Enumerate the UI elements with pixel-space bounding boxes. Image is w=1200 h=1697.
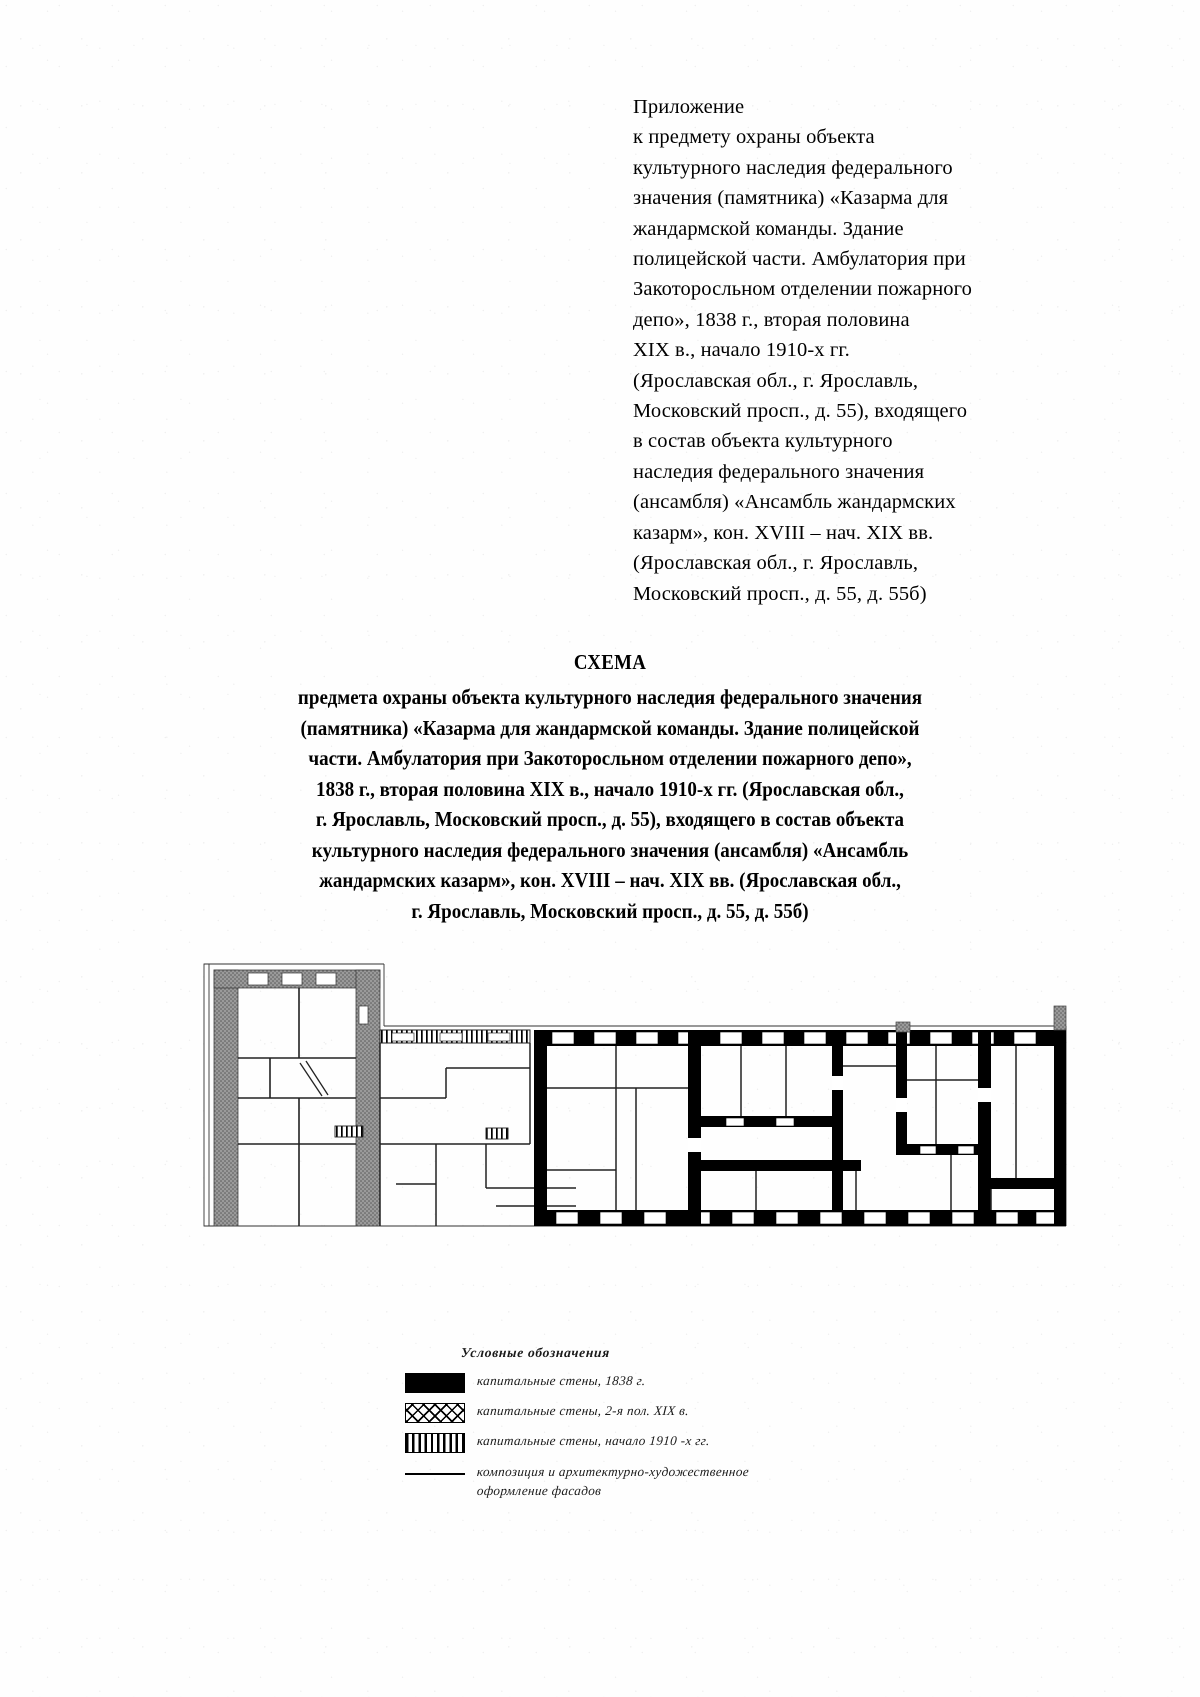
wing-1910 [334,1029,576,1226]
title-line: 1838 г., вторая половина XIX в., начало … [316,776,904,801]
legend-label: капитальные стены, 1838 г. [476,1373,647,1388]
header-line: (ансамбля) «Ансамбль жандармских [633,491,956,514]
header-line: в состав объекта культурного [633,430,893,453]
legend-item: капитальные стены, начало 1910 -х гг. [405,1432,905,1453]
legend: Условные обозначения капитальные стены, … [405,1345,905,1509]
header-line: Приложение [633,96,745,118]
floor-plan-svg [203,963,1067,1227]
header-line: (Ярославская обл., г. Ярославль, [633,552,919,575]
floor-plan [196,948,1076,1233]
legend-swatch-solid-black [405,1373,465,1393]
appendix-header: Приложение к предмету охраны объекта кул… [633,92,1063,609]
title-line: г. Ярославль, Московский просп., д. 55, … [411,898,809,923]
legend-item: капитальные стены, 1838 г. [405,1372,905,1393]
legend-item: капитальные стены, 2-я пол. XIX в. [405,1402,905,1423]
header-line: наследия федерального значения [633,460,925,483]
legend-label: композиция и архитектурно-художественное [476,1464,750,1479]
title-line: г. Ярославль, Московский просп., д. 55),… [315,807,905,831]
legend-label-group: композиция и архитектурно-художественное… [476,1462,750,1500]
header-line: XIX в., начало 1910-х гг. [633,339,850,362]
legend-swatch-vertical-stripe [405,1433,465,1453]
title-line: (памятника) «Казарма для жандармской ком… [300,715,920,740]
page-title: СХЕМА [573,650,647,674]
header-line: Закоторосльном отделении пожарного [633,278,973,301]
header-line: Московский просп., д. 55, д. 55б) [633,582,927,605]
header-line: полицейской части. Амбулатория при [633,248,966,271]
header-line: казарм», кон. XVIII – нач. XIX вв. [633,521,934,544]
right-annex [895,1005,1067,1033]
header-line: Московский просп., д. 55), входящего [633,400,968,423]
header-line: культурного наследия федерального [633,156,953,179]
header-line: (Ярославская обл., г. Ярославль, [633,369,919,392]
header-line: депо», 1838 г., вторая половина [633,308,910,331]
legend-label: капитальные стены, 2-я пол. XIX в. [476,1403,690,1418]
header-line: жандармской команды. Здание [633,217,904,240]
header-line: значения (памятника) «Казарма для [633,187,949,210]
wing-1838 [534,1030,1066,1226]
title-line: части. Амбулатория при Закоторосльном от… [308,746,912,770]
header-line: к предмету охраны объекта [633,126,875,149]
wing-19century [213,969,381,1227]
legend-label: оформление фасадов [476,1483,602,1498]
scheme-title-block: СХЕМА предмета охраны объекта культурног… [150,650,1070,926]
legend-swatch-cross-hatch [405,1403,465,1423]
title-line: жандармских казарм», кон. XVIII – нач. X… [319,868,901,892]
legend-label: капитальные стены, начало 1910 -х гг. [476,1433,711,1448]
legend-item: композиция и архитектурно-художественное… [405,1462,905,1500]
title-line: предмета охраны объекта культурного насл… [297,685,923,709]
title-line: культурного наследия федерального значен… [311,837,909,862]
legend-title: Условные обозначения [460,1345,611,1360]
legend-swatch-thin-line [405,1473,465,1475]
